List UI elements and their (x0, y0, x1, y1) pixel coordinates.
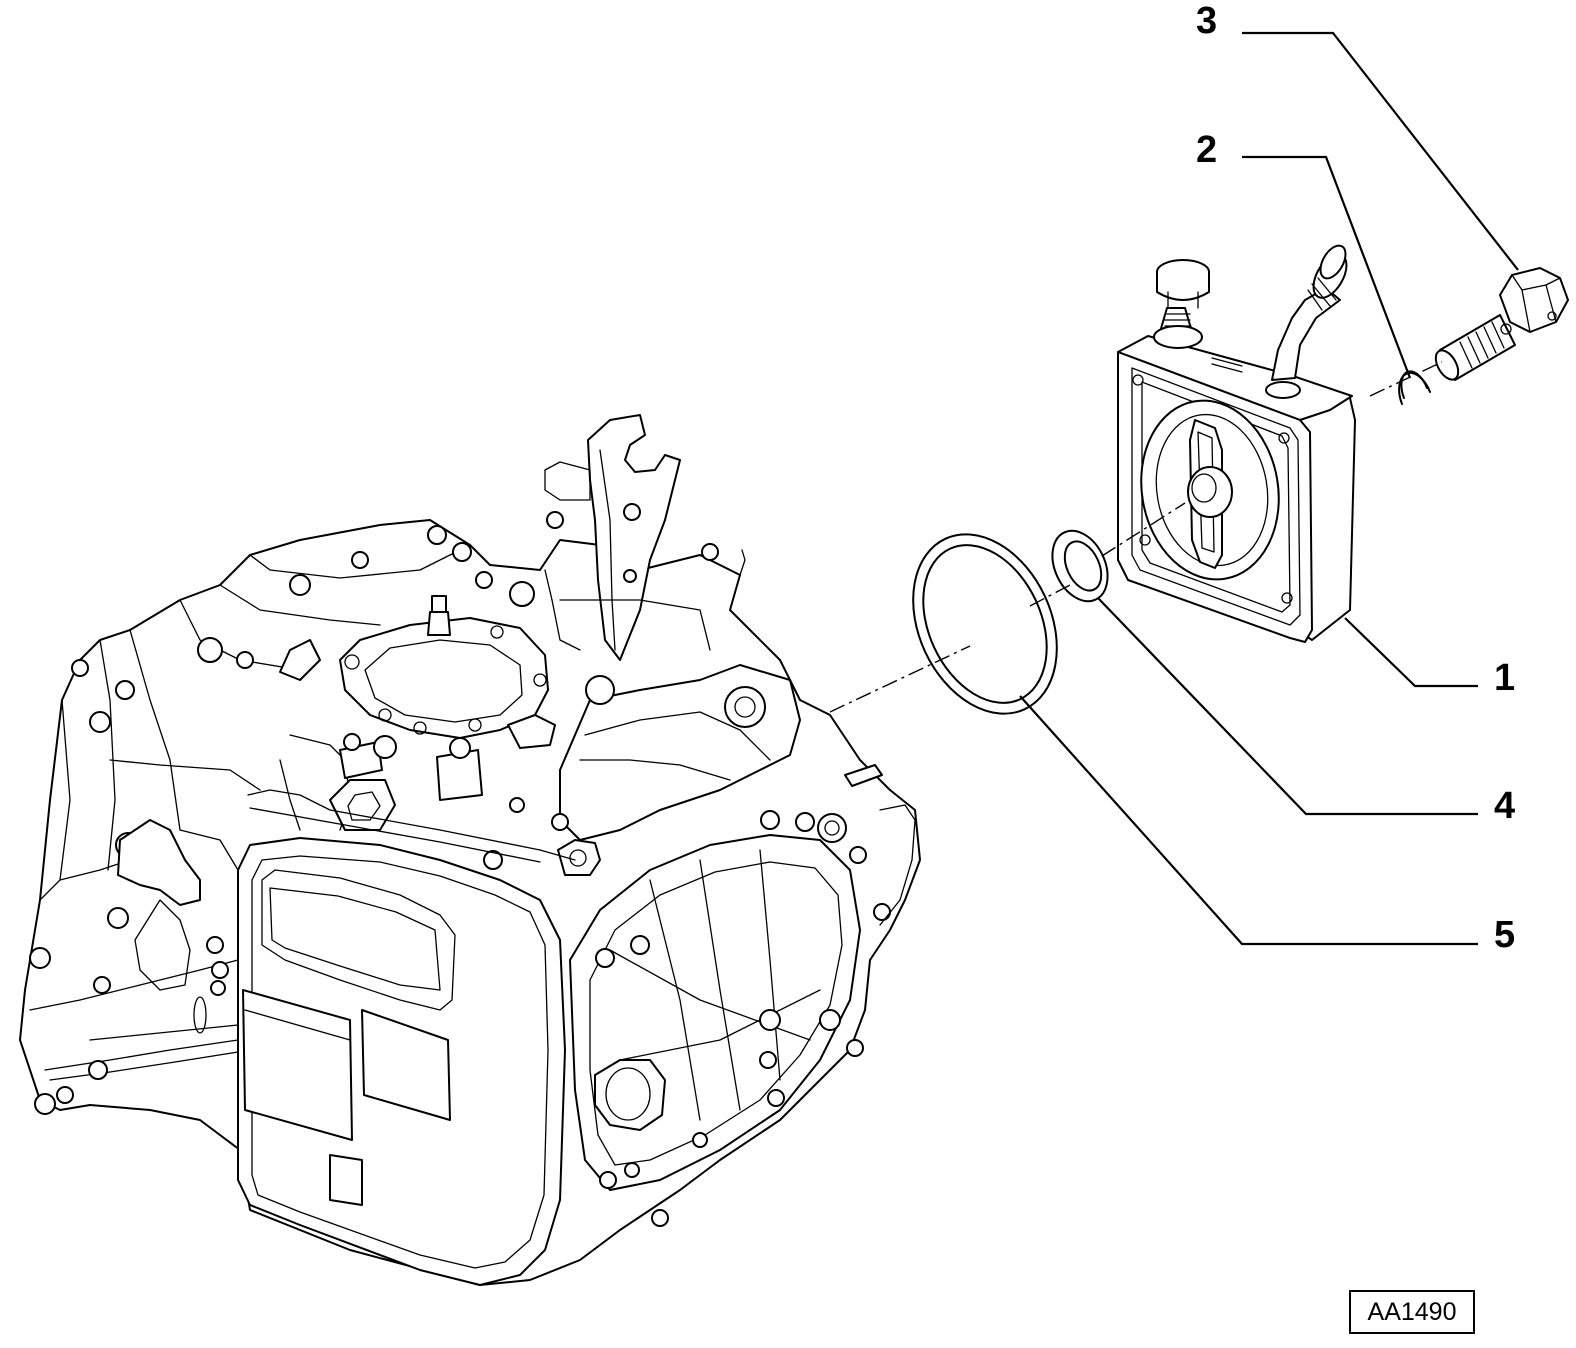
callout-1: 1 (1494, 657, 1516, 699)
transmission-housing-icon (19, 414, 921, 1286)
diagram-reference-code: AA1490 (1349, 1290, 1475, 1334)
leader-line-1 (1344, 617, 1478, 688)
leader-lines (1019, 31, 1519, 946)
leader-line-5 (1019, 695, 1478, 946)
snap-ring-icon (1398, 370, 1431, 405)
leader-line-4 (1097, 597, 1478, 816)
callout-5: 5 (1494, 914, 1516, 956)
o-ring-gasket-icon (912, 533, 1058, 715)
leader-line-3 (1242, 31, 1519, 271)
callout-2: 2 (1196, 129, 1218, 171)
seal-ring-icon (1051, 529, 1109, 603)
leader-line-2 (1242, 155, 1412, 379)
oil-cooler-icon (1117, 244, 1356, 643)
assembly-axis-line (829, 361, 1443, 713)
banjo-bolt-icon (1434, 267, 1569, 381)
callout-4: 4 (1494, 785, 1516, 827)
callout-3: 3 (1196, 0, 1218, 42)
